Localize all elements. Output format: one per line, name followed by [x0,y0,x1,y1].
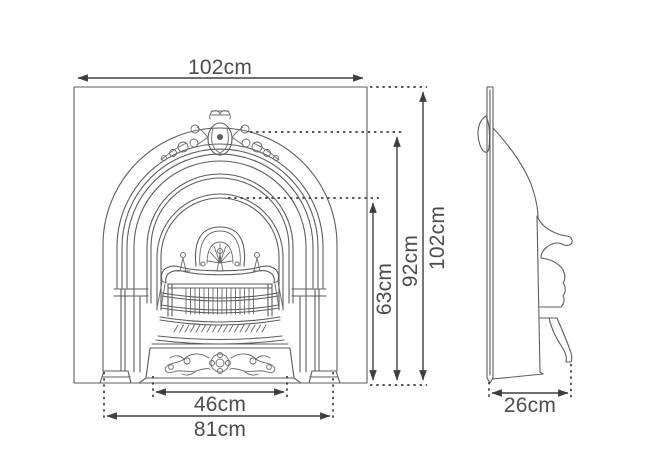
dim-top-width: 102cm [77,56,364,82]
side-rail-curl [537,217,573,259]
dim-grate-width-label: 46cm [194,393,246,416]
dim-opening-height-label: 63cm [373,263,396,315]
basket-finials [175,247,262,272]
dim-arch-height-label: 92cm [399,235,422,287]
dim-top-width-label: 102cm [188,56,252,79]
side-arch-sweep [492,127,539,219]
crest-ornament [160,110,280,161]
dim-grate-width: 46cm [152,376,288,416]
dim-depth: 26cm [488,364,572,417]
side-basket-bulge [540,257,566,308]
front-view-drawing [73,86,368,384]
side-view-drawing [477,86,573,384]
dim-depth-label: 26cm [504,394,556,417]
dim-opening-height: 63cm [228,197,396,381]
fire-basket [155,247,285,345]
pilaster-bases [99,370,341,384]
side-bracket-lug [477,115,491,153]
plinth-scroll-ornament [164,351,276,376]
dim-overall-height: 102cm [370,86,449,386]
side-firebox-column [536,215,544,375]
fireplace-frame-outline [73,86,368,384]
hood-fan-motif [194,226,246,267]
dim-overall-height-label: 102cm [426,206,449,270]
plinth [138,343,302,384]
dim-arch-height: 92cm [250,131,422,381]
side-leg [548,317,573,363]
side-plinth-lines [539,306,562,319]
side-panel-foot [486,373,544,384]
side-back-panel [486,86,494,379]
dim-base-width: 81cm [103,372,334,441]
dimensions: 102cm 102cm 92cm 63cm 46cm [77,56,572,441]
arch-surround [102,127,338,373]
dim-base-width-label: 81cm [194,418,246,441]
